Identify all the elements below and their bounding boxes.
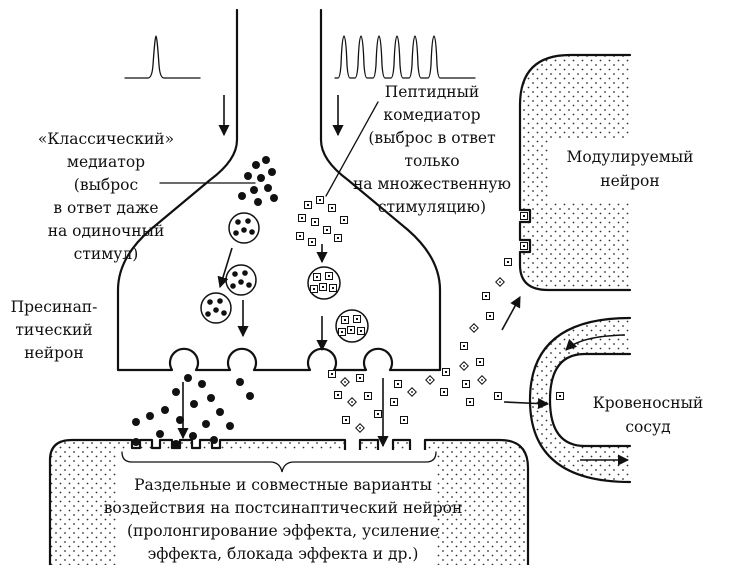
peptide-label-line-3: (выброс в ответ (368, 129, 495, 147)
vessel-label-line-1: Кровеносный (593, 394, 704, 412)
presyn-label-line-2: тический (15, 321, 92, 339)
classic-label-line-3: (выброс (74, 176, 138, 194)
single-spike (124, 35, 201, 79)
classic-mediator-dots (238, 156, 278, 206)
effect-brace (121, 451, 437, 473)
blood-vessel-label: Кровеносный сосуд (593, 394, 704, 436)
vesicle-arrow-1 (217, 247, 233, 289)
released-classic-dots (132, 374, 254, 448)
classic-vesicle-1 (228, 212, 260, 244)
presyn-label-line-3: нейрон (24, 344, 83, 362)
peptide-label-line-4: только (404, 152, 459, 170)
bottom-text-backdrop (118, 450, 436, 565)
modulated-neuron-label: Модулируемый нейрон (567, 148, 694, 190)
effect-label-line-3: (пролонгирование эффекта, усиление (127, 522, 439, 540)
multiple-spikes (334, 35, 476, 79)
peptide-label-line-2: комедиатор (383, 106, 480, 124)
classic-label-line-4: в ответ даже (53, 199, 158, 217)
peptide-comediator-label: Пептидный комедиатор (выброс в ответ тол… (353, 83, 511, 216)
modulated-text-backdrop (548, 138, 630, 202)
presynaptic-label: Пресинап- тический нейрон (11, 298, 98, 362)
peptide-label-line-5: на множественную (353, 175, 511, 193)
effect-label-line-2: воздействия на постсинаптический нейрон (104, 499, 463, 517)
peptide-free-squares (296, 196, 348, 246)
classic-vesicle-2 (225, 264, 257, 296)
classic-label-line-1: «Классический» (38, 130, 174, 148)
peptide-label-line-1: Пептидный (385, 83, 479, 101)
peptide-leader (325, 101, 379, 197)
diffusion-arrow-vessel (503, 397, 550, 410)
modulated-label-line-2: нейрон (600, 172, 659, 190)
presynaptic-neuron (116, 8, 442, 372)
effect-label-line-4: эффекта, блокада эффекта и др.) (148, 545, 419, 563)
classic-vesicle-3 (200, 292, 232, 324)
postsynaptic-effect-label: Раздельные и совместные варианты воздейс… (104, 476, 463, 563)
peptide-label-line-6: стимуляцию) (378, 198, 486, 216)
blood-vessel-wall (530, 318, 630, 482)
classic-label-line-5: на одиночный (48, 222, 165, 240)
blood-flow-arrow-top (565, 334, 626, 351)
vessel-label-line-2: сосуд (625, 418, 670, 436)
modulated-label-line-1: Модулируемый (567, 148, 694, 166)
presyn-label-line-1: Пресинап- (11, 298, 98, 316)
classic-label-line-6: стимул) (74, 245, 139, 263)
peptide-vesicle-1 (307, 266, 341, 300)
classic-label-line-2: медиатор (67, 153, 145, 171)
classic-mediator-label: «Классический» медиатор (выброс в ответ … (38, 130, 174, 263)
peptide-vesicle-2 (335, 309, 369, 343)
diffusion-arrow-modulated (501, 296, 521, 331)
effect-label-line-1: Раздельные и совместные варианты (134, 476, 432, 494)
